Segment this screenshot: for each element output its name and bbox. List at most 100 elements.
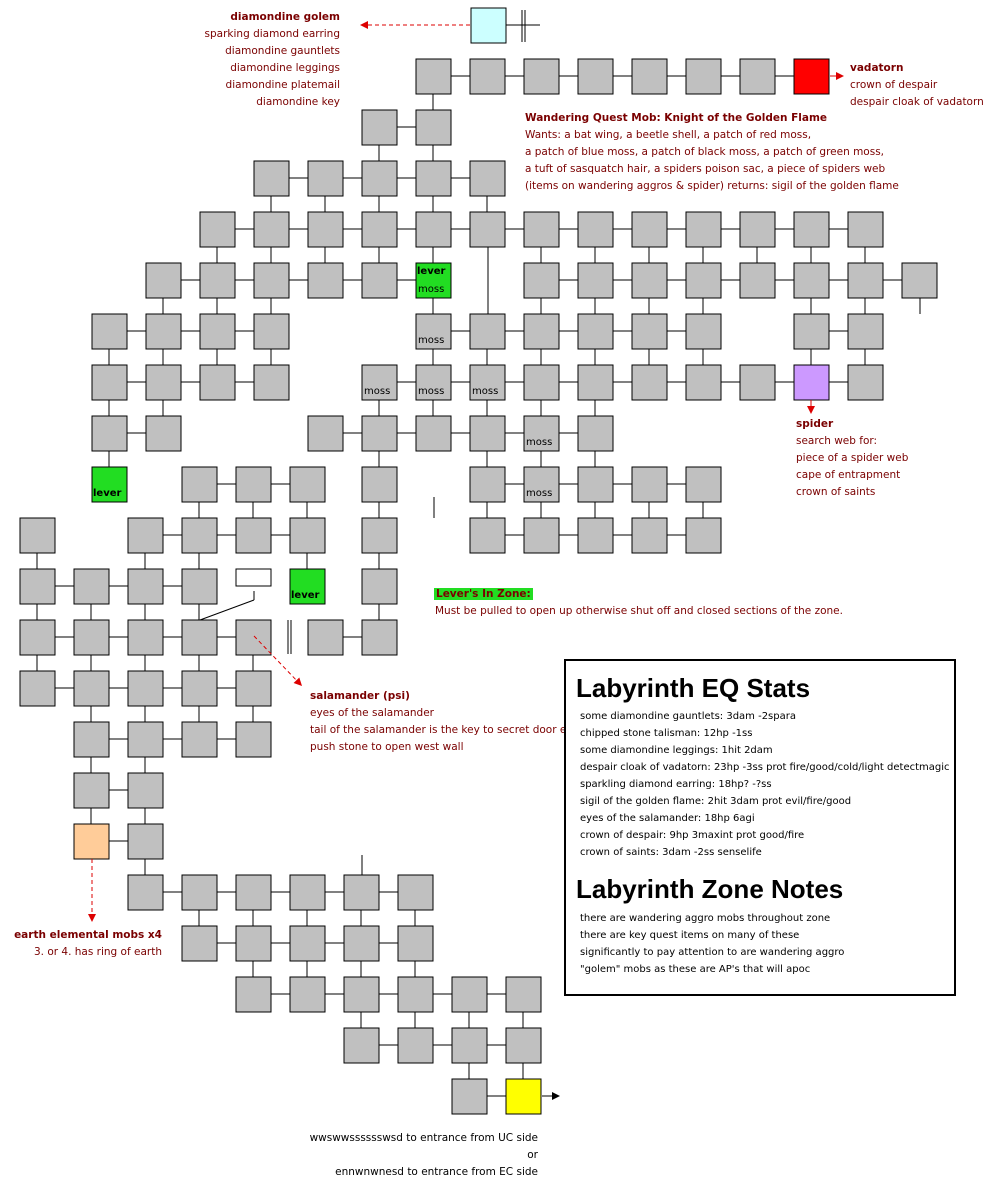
room [577, 415, 614, 452]
room [523, 415, 560, 452]
salamander-line: push stone to open west wall [310, 741, 464, 753]
lever-room [289, 568, 326, 605]
room [235, 874, 272, 911]
room [361, 211, 398, 248]
room [361, 364, 398, 401]
stats-item: crown of despair: 9hp 3maxint prot good/… [580, 830, 805, 841]
room [577, 211, 614, 248]
notes-item: there are key quest items on many of the… [580, 930, 800, 941]
room [631, 313, 668, 350]
lever-room [91, 466, 128, 503]
directions-or: or [527, 1149, 538, 1161]
room [73, 568, 110, 605]
vadatorn-block: vadatorn crown of despair despair cloak … [850, 60, 984, 111]
room [415, 211, 452, 248]
room [523, 466, 560, 503]
room [685, 211, 722, 248]
spider-line: cape of entrapment [796, 469, 901, 481]
salamander-line: tail of the salamander is the key to sec… [310, 724, 567, 736]
spider-block: spider search web for: piece of a spider… [796, 416, 908, 501]
room [127, 823, 164, 860]
spider-line: search web for: [796, 435, 878, 447]
directions-block: wwswwsssssswsd to entrance from UC side … [310, 1130, 538, 1181]
room [739, 211, 776, 248]
quest-mob-line: a patch of blue moss, a patch of black m… [525, 146, 885, 158]
room [469, 415, 506, 452]
room [361, 568, 398, 605]
room [577, 466, 614, 503]
room [145, 364, 182, 401]
room [505, 1027, 542, 1064]
vadatorn-room [793, 58, 830, 95]
room [847, 262, 884, 299]
room [361, 466, 398, 503]
room [127, 568, 164, 605]
levers-note-text: Must be pulled to open up otherwise shut… [435, 605, 843, 617]
stats-item: crown of saints: 3dam -2ss senselife [580, 847, 762, 858]
room [901, 262, 938, 299]
golem-item: diamondine platemail [225, 79, 340, 91]
room [361, 160, 398, 197]
room [361, 415, 398, 452]
room [73, 721, 110, 758]
notes-item: significantly to pay attention to are wa… [580, 947, 845, 958]
room [307, 211, 344, 248]
room [361, 517, 398, 554]
room [739, 364, 776, 401]
room [235, 466, 272, 503]
room [631, 58, 668, 95]
spider-line: crown of saints [796, 486, 876, 498]
room [577, 58, 614, 95]
lever-room [415, 262, 452, 299]
room [685, 262, 722, 299]
vadatorn-title: vadatorn [850, 62, 904, 74]
room [415, 109, 452, 146]
room [469, 160, 506, 197]
room [289, 976, 326, 1013]
room [631, 364, 668, 401]
room [505, 976, 542, 1013]
room [397, 874, 434, 911]
room [793, 262, 830, 299]
golem-item: diamondine key [256, 96, 340, 108]
room [181, 721, 218, 758]
quest-mob-title: Wandering Quest Mob: Knight of the Golde… [525, 112, 828, 124]
room [181, 466, 218, 503]
room [685, 517, 722, 554]
room [91, 415, 128, 452]
room [361, 619, 398, 656]
notes-title: Labyrinth Zone Notes [576, 874, 844, 904]
room [127, 772, 164, 809]
golem-room [470, 7, 507, 44]
room [523, 262, 560, 299]
room [793, 313, 830, 350]
room [361, 262, 398, 299]
room [469, 364, 506, 401]
spider-line: piece of a spider web [796, 452, 909, 464]
room [181, 925, 218, 962]
room [685, 313, 722, 350]
room [19, 619, 56, 656]
room [199, 262, 236, 299]
room [289, 925, 326, 962]
room [127, 619, 164, 656]
room [631, 517, 668, 554]
room [523, 517, 560, 554]
room [577, 313, 614, 350]
room [73, 619, 110, 656]
earth-elemental-room [73, 823, 110, 860]
room [343, 925, 380, 962]
room [415, 58, 452, 95]
golem-item: diamondine leggings [230, 62, 340, 74]
room [235, 670, 272, 707]
salamander-arrow-head [293, 677, 302, 686]
room [199, 211, 236, 248]
room [631, 211, 668, 248]
room [793, 211, 830, 248]
room [415, 415, 452, 452]
stats-title: Labyrinth EQ Stats [576, 673, 811, 703]
room [631, 262, 668, 299]
room [235, 976, 272, 1013]
quest-mob-line: Wants: a bat wing, a beetle shell, a pat… [525, 129, 812, 141]
room [181, 670, 218, 707]
